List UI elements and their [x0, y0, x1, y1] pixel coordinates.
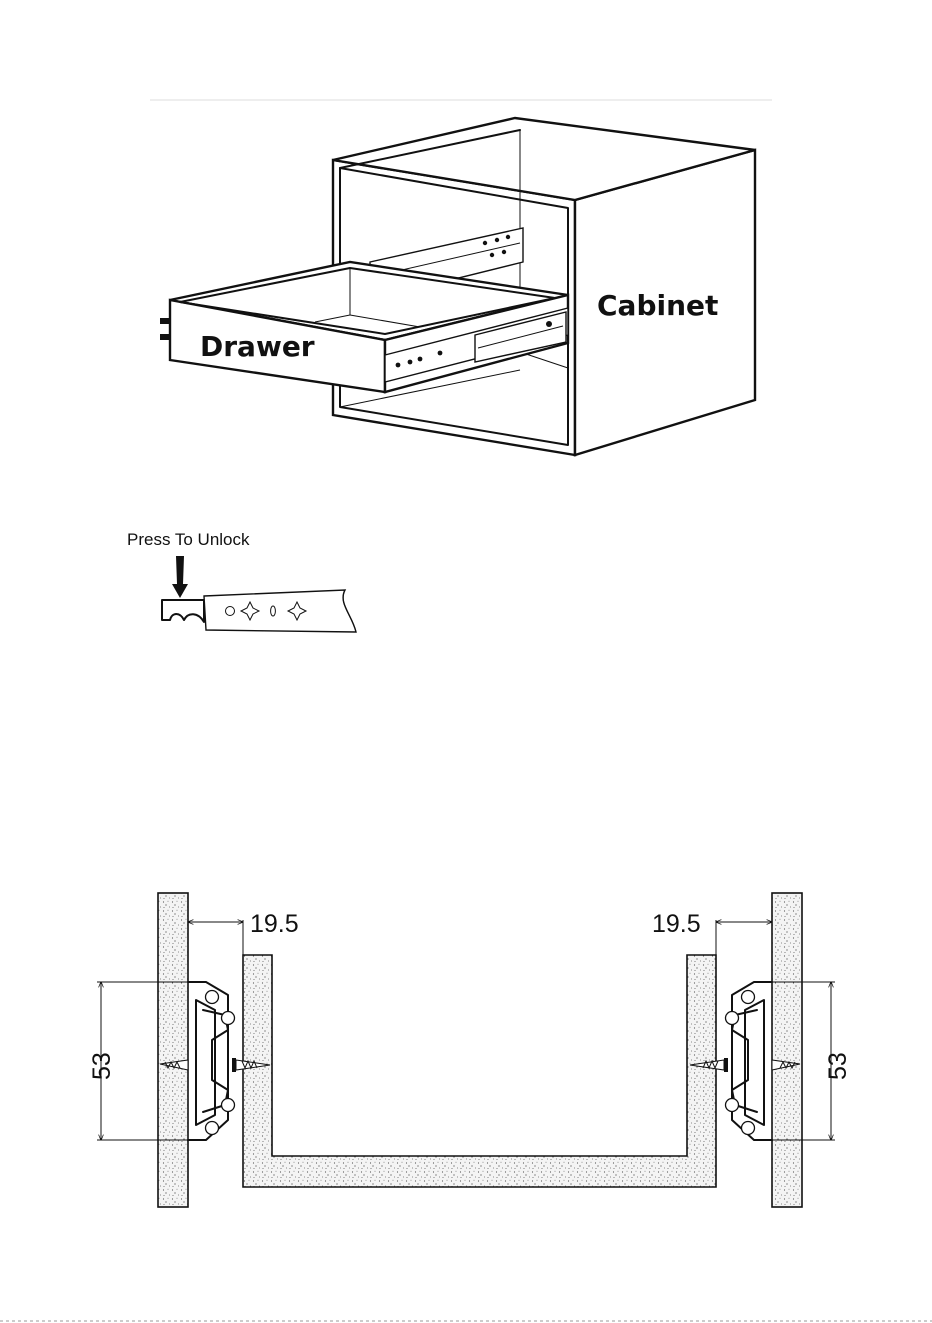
cross-section-diagram: 19.5 19.5 53 53 [88, 893, 852, 1207]
left-height-value: 53 [88, 1052, 116, 1080]
left-gap-value: 19.5 [250, 910, 299, 938]
drawer-section [243, 955, 716, 1187]
right-gap-value: 19.5 [652, 910, 701, 938]
press-arrow-icon [172, 556, 188, 598]
right-cabinet-panel [772, 893, 802, 1207]
right-height-dimension: 53 [755, 982, 852, 1140]
left-cabinet-panel [158, 893, 188, 1207]
cabinet-drawer-illustration: Drawer Cabinet [150, 100, 772, 455]
press-to-unlock-label: Press To Unlock [127, 530, 250, 549]
cabinet-label: Cabinet [597, 289, 718, 322]
drawer-label: Drawer [200, 330, 315, 363]
left-gap-dimension: 19.5 [188, 910, 299, 955]
right-height-value: 53 [824, 1052, 852, 1080]
right-gap-dimension: 19.5 [652, 910, 772, 955]
unlock-detail: Press To Unlock [127, 530, 356, 632]
